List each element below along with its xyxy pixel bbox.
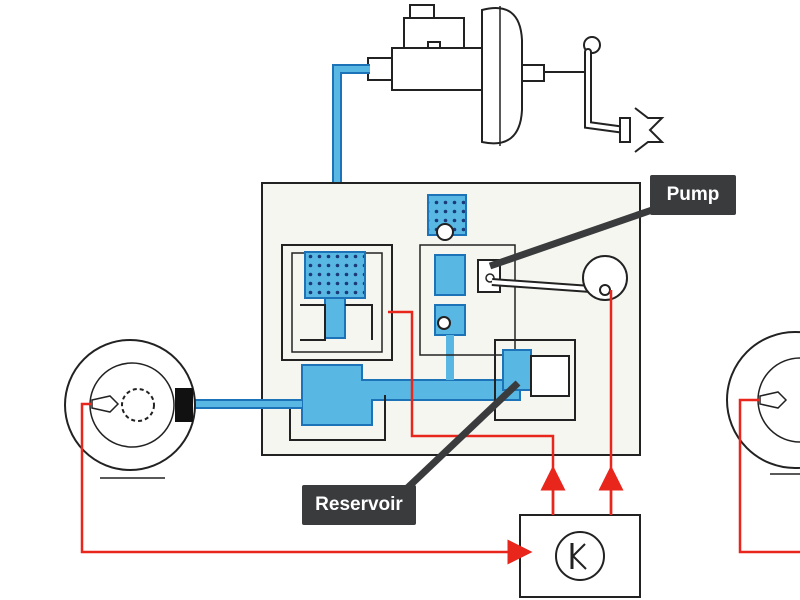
brake-pedal: [544, 36, 665, 153]
wheel-brake-right: [726, 331, 800, 475]
electrical-wiring: [80, 290, 800, 565]
wheel-speed-sensor: [91, 395, 120, 413]
wheel-brake-left: [64, 339, 196, 479]
master-cylinder: [367, 4, 483, 91]
reservoir-callout: Reservoir: [302, 485, 416, 525]
reservoir-callout-leader: [399, 380, 521, 496]
pump-motor: [491, 255, 628, 301]
pump-callout: Pump: [650, 175, 736, 215]
pump-callout-leader: [488, 206, 654, 270]
brake-booster: [481, 6, 545, 146]
electronic-control-unit: [519, 514, 641, 598]
reservoir-valve: [494, 339, 576, 421]
solenoid-valve: [281, 244, 393, 361]
